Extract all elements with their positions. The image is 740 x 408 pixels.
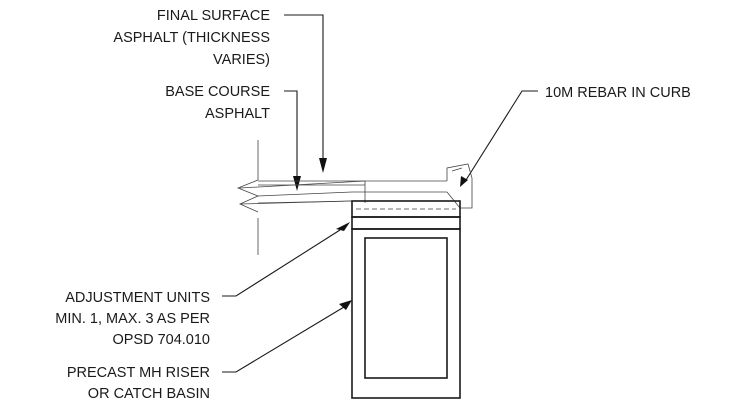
label-adjustment-line-3: OPSD 704.010: [112, 332, 210, 348]
label-base-course-line-2: ASPHALT: [205, 106, 270, 122]
label-base-course-line-1: BASE COURSE: [165, 84, 270, 100]
label-adjustment-units: ADJUSTMENT UNITS MIN. 1, MAX. 3 AS PER O…: [55, 290, 210, 348]
label-riser-line-1: PRECAST MH RISER: [67, 365, 210, 381]
label-rebar: 10M REBAR IN CURB: [545, 85, 691, 101]
label-base-course: BASE COURSE ASPHALT: [165, 84, 270, 122]
label-final-surface-line-3: VARIES): [213, 52, 270, 68]
label-riser-line-2: OR CATCH BASIN: [88, 386, 210, 402]
label-adjustment-line-2: MIN. 1, MAX. 3 AS PER: [55, 311, 210, 327]
label-adjustment-line-1: ADJUSTMENT UNITS: [65, 290, 210, 306]
leader-precast-riser: [222, 300, 352, 373]
leader-adjustment-units: [222, 222, 350, 297]
asphalt-layers: [239, 180, 447, 205]
leader-base-course: [284, 90, 301, 191]
curb: [446, 163, 473, 209]
leader-rebar: [460, 90, 538, 187]
precast-riser: [351, 228, 461, 399]
leader-final-surface: [284, 14, 327, 173]
label-final-surface-line-2: ASPHALT (THICKNESS: [113, 30, 270, 46]
label-final-surface-line-1: FINAL SURFACE: [157, 8, 270, 24]
existing-edge-break: [236, 140, 260, 255]
label-precast-riser: PRECAST MH RISER OR CATCH BASIN: [67, 365, 210, 402]
label-final-surface: FINAL SURFACE ASPHALT (THICKNESS VARIES): [113, 8, 270, 68]
adjustment-units: [351, 200, 461, 230]
label-rebar-line-1: 10M REBAR IN CURB: [545, 85, 691, 101]
